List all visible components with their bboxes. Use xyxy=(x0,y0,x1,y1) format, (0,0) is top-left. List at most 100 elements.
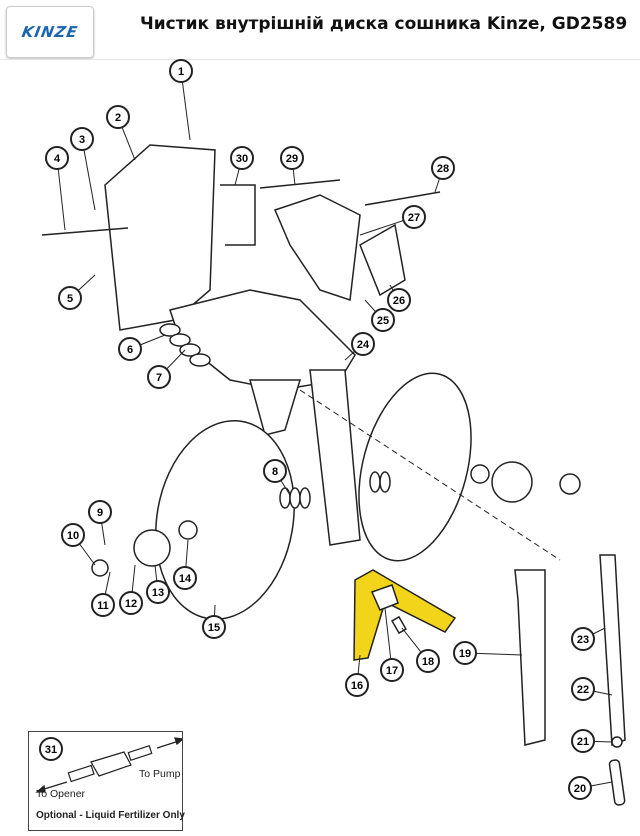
callout-circle xyxy=(571,627,595,651)
callout-circle xyxy=(416,649,440,673)
callout-1: 1 xyxy=(169,59,193,141)
seed-tube-19 xyxy=(514,569,546,746)
callout-label: 21 xyxy=(577,736,589,748)
spacers-8 xyxy=(279,471,391,509)
hub-right xyxy=(491,461,533,503)
callout-circle xyxy=(169,59,193,83)
callout-label: 24 xyxy=(357,339,370,351)
scraper-plate-26 xyxy=(359,223,406,297)
clip-20 xyxy=(608,759,626,806)
callout-circle xyxy=(402,205,426,229)
callout-22: 22 xyxy=(571,677,613,701)
callout-label: 12 xyxy=(125,598,137,610)
callout-circle xyxy=(106,105,130,129)
callout-circle xyxy=(351,332,375,356)
seed-tube-22 xyxy=(599,554,626,747)
callout-5: 5 xyxy=(58,274,96,310)
leader-line xyxy=(81,138,96,211)
callout-label: 20 xyxy=(574,783,586,795)
callout-2: 2 xyxy=(106,105,136,161)
callout-20: 20 xyxy=(568,776,613,800)
callout-label: 7 xyxy=(156,372,162,384)
callout-circle xyxy=(61,523,85,547)
callout-label: 26 xyxy=(393,295,405,307)
spring-6 xyxy=(159,323,211,367)
bolt-29 xyxy=(259,179,341,189)
callout-29: 29 xyxy=(280,146,304,186)
leader-line xyxy=(56,157,66,231)
callout-14: 14 xyxy=(173,539,197,590)
callout-27: 27 xyxy=(359,205,426,236)
callout-label: 17 xyxy=(386,665,398,677)
bolt-28 xyxy=(364,191,441,206)
callout-circle xyxy=(453,641,477,665)
callout-26: 26 xyxy=(387,284,411,312)
callout-label: 10 xyxy=(67,530,79,542)
callout-circle xyxy=(380,658,404,682)
callout-label: 5 xyxy=(67,293,73,305)
callout-circle xyxy=(70,127,94,151)
diagram-parts xyxy=(41,144,626,806)
to-pump-label: To Pump xyxy=(139,768,181,780)
check-valve-drawing: 31 xyxy=(35,737,182,793)
callout-circle xyxy=(146,580,170,604)
callout-30: 30 xyxy=(230,146,254,186)
callout-25: 25 xyxy=(364,299,395,332)
callout-31-label: 31 xyxy=(45,744,57,756)
callout-label: 4 xyxy=(54,153,61,165)
callout-label: 13 xyxy=(152,587,164,599)
cap-10 xyxy=(91,559,109,577)
callout-label: 27 xyxy=(408,212,420,224)
kinze-logo: KINZE xyxy=(6,6,94,58)
callout-label: 15 xyxy=(208,622,220,634)
callout-24: 24 xyxy=(344,332,375,361)
callout-circle xyxy=(345,673,369,697)
callout-8: 8 xyxy=(263,459,291,496)
callout-12: 12 xyxy=(119,564,143,615)
callout-13: 13 xyxy=(146,564,170,604)
callout-label: 1 xyxy=(178,66,184,78)
callout-circle xyxy=(431,156,455,180)
callout-circle xyxy=(202,615,226,639)
callout-circle xyxy=(387,288,411,312)
callout-circle xyxy=(263,459,287,483)
callout-label: 22 xyxy=(577,684,589,696)
callout-11: 11 xyxy=(91,571,115,617)
top-bracket xyxy=(273,194,361,302)
flow-arrows xyxy=(35,737,182,793)
callout-circle xyxy=(91,593,115,617)
callout-label: 2 xyxy=(115,112,121,124)
header-divider xyxy=(0,59,640,60)
callout-28: 28 xyxy=(431,156,455,193)
scraper-block-17 xyxy=(370,584,399,611)
inner-scraper-16 xyxy=(353,569,457,661)
callout-circle xyxy=(118,337,142,361)
callout-label: 28 xyxy=(437,163,449,175)
cap-right xyxy=(559,473,581,495)
callout-7: 7 xyxy=(147,349,186,389)
nut-21 xyxy=(611,736,623,748)
callout-6: 6 xyxy=(118,334,166,361)
optional-note: Optional - Liquid Fertilizer Only xyxy=(36,810,185,821)
callout-31-circle xyxy=(39,737,63,761)
callout-circle xyxy=(280,146,304,170)
callout-10: 10 xyxy=(61,523,96,566)
callout-23: 23 xyxy=(571,627,606,651)
callout-21: 21 xyxy=(571,729,613,753)
bolt-4 xyxy=(41,227,129,236)
callout-label: 11 xyxy=(97,600,109,612)
callout-label: 18 xyxy=(422,656,434,668)
callout-label: 6 xyxy=(127,344,133,356)
callout-label: 30 xyxy=(236,153,248,165)
callout-17: 17 xyxy=(380,607,404,682)
callout-16: 16 xyxy=(345,654,369,697)
u-bolt-30 xyxy=(220,184,256,246)
callout-circle xyxy=(230,146,254,170)
callout-label: 25 xyxy=(377,315,389,327)
callout-circle xyxy=(45,146,69,170)
callout-circle xyxy=(119,591,143,615)
callout-circle xyxy=(147,365,171,389)
optional-part-inset: 31 To Pump To Opener Optional - Liquid F… xyxy=(28,731,185,831)
check-valve-icon xyxy=(67,745,153,783)
